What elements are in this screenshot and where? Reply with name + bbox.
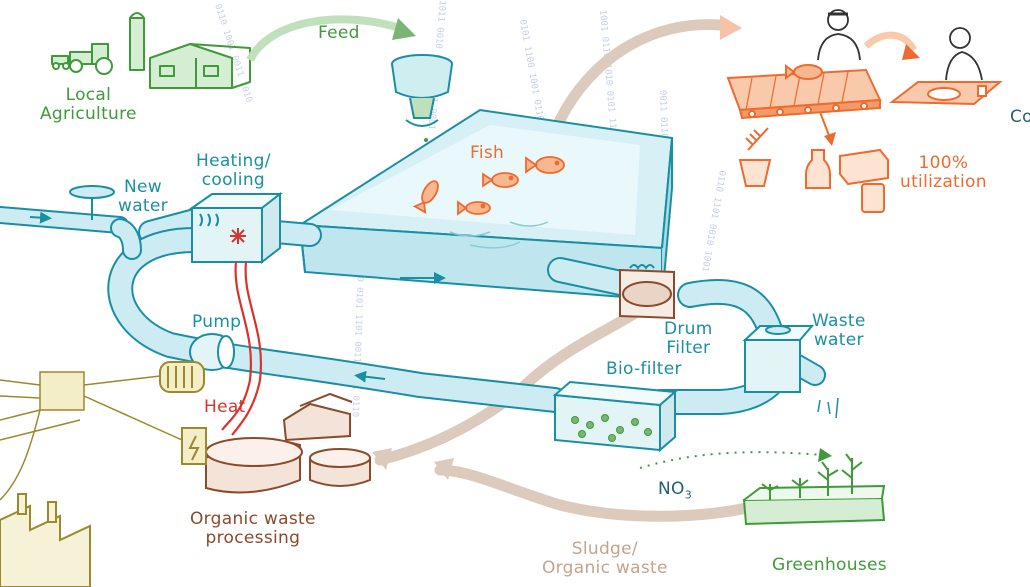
can-icon	[861, 183, 885, 213]
worker-icon	[817, 9, 861, 61]
power-box-icon	[181, 427, 207, 465]
cup-icon	[738, 159, 772, 187]
valve-icon	[69, 185, 115, 220]
label-drum-filter: Drum Filter	[664, 319, 713, 358]
feed-hopper-icon	[391, 54, 453, 164]
drum-filter-icon	[619, 264, 675, 320]
to-consumer-arrowhead	[902, 44, 920, 60]
no3-subscript: 3	[684, 488, 693, 502]
bottle-icon	[805, 149, 831, 189]
label-heating-cooling: Heating/ cooling	[196, 151, 271, 190]
label-waste-water: Waste water	[812, 311, 866, 350]
greenhouse-bed	[742, 453, 886, 526]
return-flow-arrow	[354, 370, 386, 383]
label-heat: Heat	[204, 397, 246, 417]
plant-icon	[761, 453, 863, 500]
feed-arrow	[246, 15, 402, 62]
label-no3: NO3	[658, 480, 692, 504]
biofilter-box-icon	[552, 380, 678, 453]
label-pump: Pump	[192, 312, 242, 332]
cheese-block-icon	[839, 148, 889, 186]
fish-icon	[412, 180, 439, 214]
label-local-agriculture: Local Agriculture	[40, 85, 137, 124]
label-fish: Fish	[470, 143, 505, 163]
to-consumer-arrow	[863, 31, 918, 52]
fish-icon	[457, 200, 491, 216]
digester-tank-icon	[205, 392, 371, 494]
inflow-arrow	[29, 211, 52, 224]
feed-arrowhead	[392, 18, 416, 40]
power-grid-lines	[0, 371, 183, 501]
no3-arrowhead	[818, 448, 832, 462]
svg-text:0110 1101 0010 1001: 0110 1101 0010 1001	[699, 169, 727, 272]
svg-text:1010 0101 1101 0011 1001 0110: 1010 0101 1101 0011 1001 0110	[350, 260, 365, 417]
heat-lines	[221, 261, 263, 436]
factory-icon	[0, 493, 91, 587]
heater-box-icon	[188, 191, 283, 265]
plate-icon	[889, 81, 1003, 106]
label-organic-waste-processing: Organic waste processing	[190, 509, 316, 548]
label-new-water: New water	[118, 177, 168, 216]
label-bio-filter: Bio-filter	[606, 359, 682, 379]
farm-barn-icon	[149, 43, 251, 89]
pump-motor-icon	[159, 361, 205, 393]
fish-to-market-arrow	[720, 15, 742, 40]
diner-icon	[945, 27, 983, 81]
byproduct-arrow	[819, 111, 831, 139]
pipe-loop	[0, 206, 826, 415]
byproduct-arrowhead	[824, 132, 836, 146]
label-consumer-partial: Co	[1010, 107, 1030, 127]
tractor-icon	[51, 43, 113, 75]
silo-icon	[129, 12, 145, 71]
waste-drips	[817, 397, 839, 419]
no3-flow	[639, 451, 823, 469]
waste-box-icon	[742, 325, 815, 393]
fish-bone-icon	[745, 127, 769, 151]
no3-main: NO	[658, 479, 685, 499]
snowflake-icon	[230, 228, 246, 244]
fish-school	[412, 156, 565, 216]
fish-icon	[785, 64, 823, 80]
fish-icon	[482, 172, 519, 188]
label-feed: Feed	[318, 23, 360, 43]
byproducts	[738, 127, 889, 213]
conveyor-belt-icon	[726, 64, 882, 120]
sludge-arrowhead	[372, 448, 392, 470]
sludge-arrowhead-2	[434, 458, 454, 480]
label-utilization: 100% utilization	[900, 153, 987, 192]
fish-icon	[525, 156, 565, 174]
label-sludge: Sludge/ Organic waste	[542, 539, 668, 578]
pump-icon	[189, 333, 235, 371]
label-greenhouses: Greenhouses	[772, 555, 887, 575]
farm-icon-group	[51, 12, 251, 89]
